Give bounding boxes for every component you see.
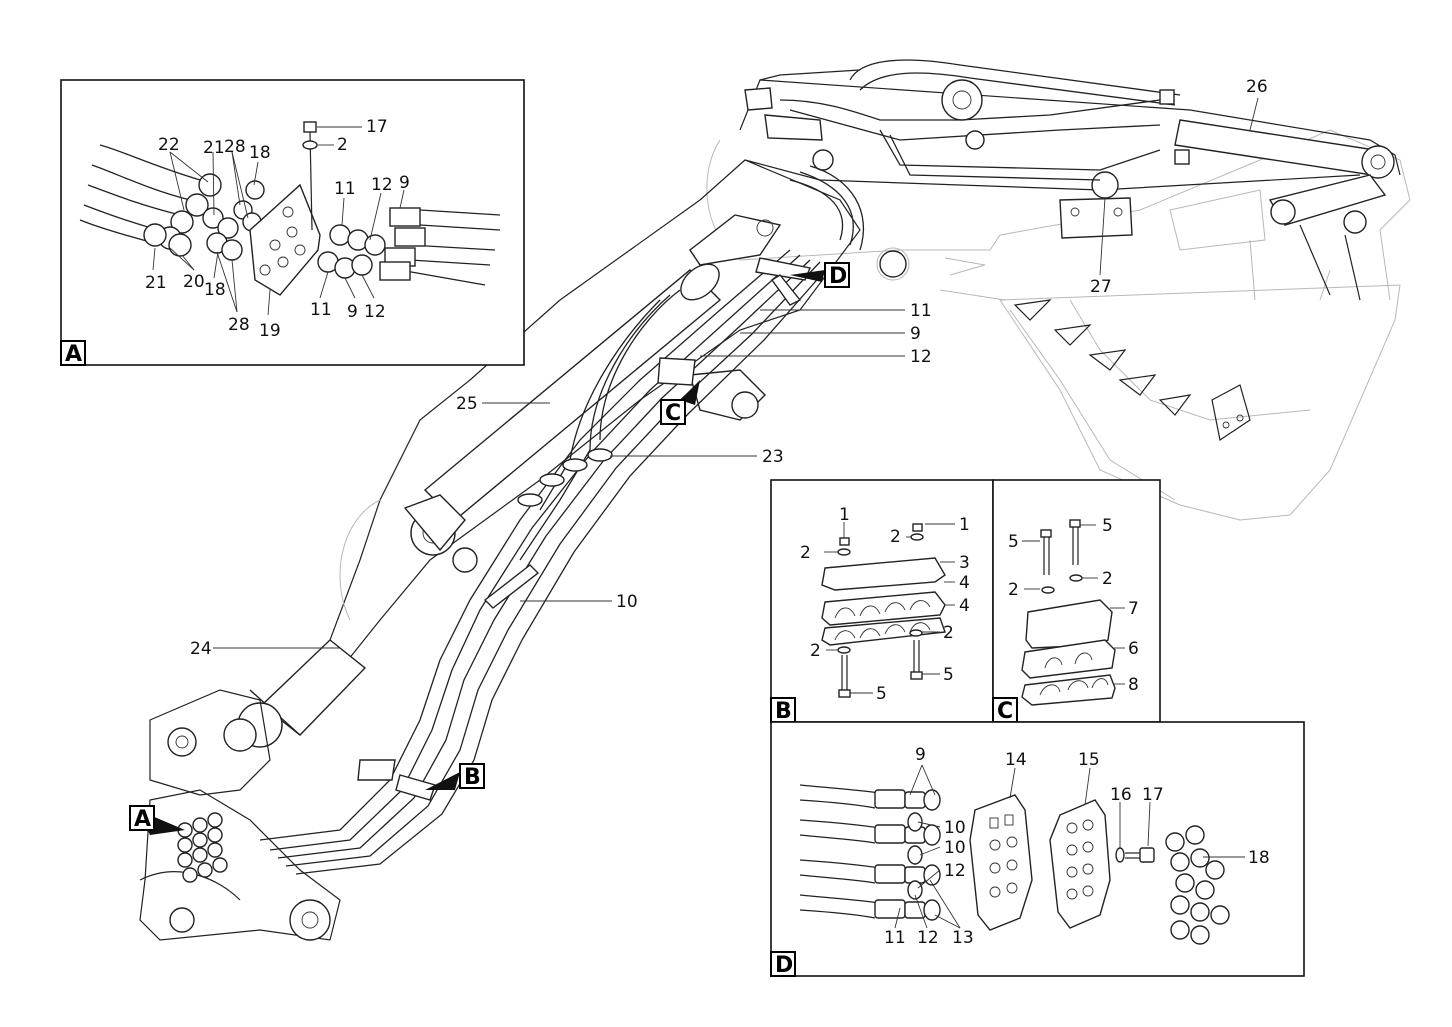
callout-12: 12 (910, 347, 932, 367)
a-callout-21-top: 21 (203, 138, 225, 158)
d-callout-14: 14 (1005, 750, 1027, 770)
b-callout-2-left: 2 (800, 543, 811, 563)
b-callout-1-right: 1 (959, 515, 970, 535)
d-callout-11: 11 (884, 928, 906, 948)
a-callout-12-bottom: 12 (364, 302, 386, 322)
d-callout-18: 18 (1248, 848, 1270, 868)
a-callout-18-top: 18 (249, 143, 271, 163)
detail-panel-c: C 5 5 2 2 7 6 8 (992, 479, 1161, 724)
a-callout-20: 20 (183, 272, 205, 292)
tag-a: A (134, 807, 151, 832)
panel-a-letter: A (65, 342, 82, 367)
b-callout-4-top: 4 (959, 573, 970, 593)
tag-d: D (829, 264, 847, 289)
panel-b-letter: B (775, 699, 792, 724)
b-callout-1-left: 1 (839, 505, 850, 525)
main-callouts: 26 27 11 9 12 25 23 10 24 (190, 77, 1268, 659)
boom-arm-drawing (138, 59, 1401, 941)
tag-c: C (665, 401, 681, 426)
b-callout-2-lower-right: 2 (943, 623, 954, 643)
callout-10: 10 (616, 592, 638, 612)
d-callout-12-right: 12 (944, 861, 966, 881)
fitting-block-a (177, 812, 228, 883)
a-callout-9-top: 9 (399, 173, 410, 193)
callout-26: 26 (1246, 77, 1268, 97)
a-callout-28-top: 28 (224, 137, 246, 157)
a-callout-28-bottom: 28 (228, 315, 250, 335)
c-callout-5-right: 5 (1102, 516, 1113, 536)
callout-24: 24 (190, 639, 212, 659)
b-callout-3: 3 (959, 553, 970, 573)
c-callout-7: 7 (1128, 599, 1139, 619)
callout-23: 23 (762, 447, 784, 467)
d-callout-17: 17 (1142, 785, 1164, 805)
a-callout-22: 22 (158, 135, 180, 155)
a-callout-9-bottom: 9 (347, 302, 358, 322)
a-callout-19: 19 (259, 321, 281, 341)
tag-b: B (464, 765, 481, 790)
callout-25: 25 (456, 394, 478, 414)
detail-panel-b: B 1 2 1 2 3 4 (770, 479, 994, 724)
bucket-frame-drawing (706, 129, 1411, 521)
b-callout-5-right: 5 (943, 665, 954, 685)
detail-panel-d: D (770, 721, 1305, 978)
detail-panel-a: A (60, 79, 525, 367)
a-callout-11-bottom: 11 (310, 300, 332, 320)
a-callout-2: 2 (337, 135, 348, 155)
d-callout-10-bottom: 10 (944, 838, 966, 858)
c-callout-6: 6 (1128, 639, 1139, 659)
d-callout-15: 15 (1078, 750, 1100, 770)
b-callout-2-lower-left: 2 (810, 641, 821, 661)
c-callout-8: 8 (1128, 675, 1139, 695)
c-callout-5-left: 5 (1008, 532, 1019, 552)
d-callout-13: 13 (952, 928, 974, 948)
panel-c-letter: C (997, 699, 1013, 724)
callout-9: 9 (910, 324, 921, 344)
main-section-tags: A B C D (129, 262, 850, 832)
panel-d-letter: D (775, 953, 793, 978)
a-callout-17: 17 (366, 117, 388, 137)
a-callout-21-bottom: 21 (145, 273, 167, 293)
c-callout-2-right: 2 (1102, 569, 1113, 589)
a-callout-12-top: 12 (371, 175, 393, 195)
d-callout-16: 16 (1110, 785, 1132, 805)
a-callout-11-top: 11 (334, 179, 356, 199)
d-callout-9: 9 (915, 745, 926, 765)
main-leaders (213, 97, 1259, 649)
b-callout-2-right: 2 (890, 527, 901, 547)
b-callout-5-left: 5 (876, 684, 887, 704)
d-callout-10-top: 10 (944, 818, 966, 838)
b-callout-4-bottom: 4 (959, 596, 970, 616)
callout-11: 11 (910, 301, 932, 321)
c-callout-2-left: 2 (1008, 580, 1019, 600)
callout-27: 27 (1090, 277, 1112, 297)
a-callout-18-bottom: 18 (204, 280, 226, 300)
d-callout-12-bottom: 12 (917, 928, 939, 948)
